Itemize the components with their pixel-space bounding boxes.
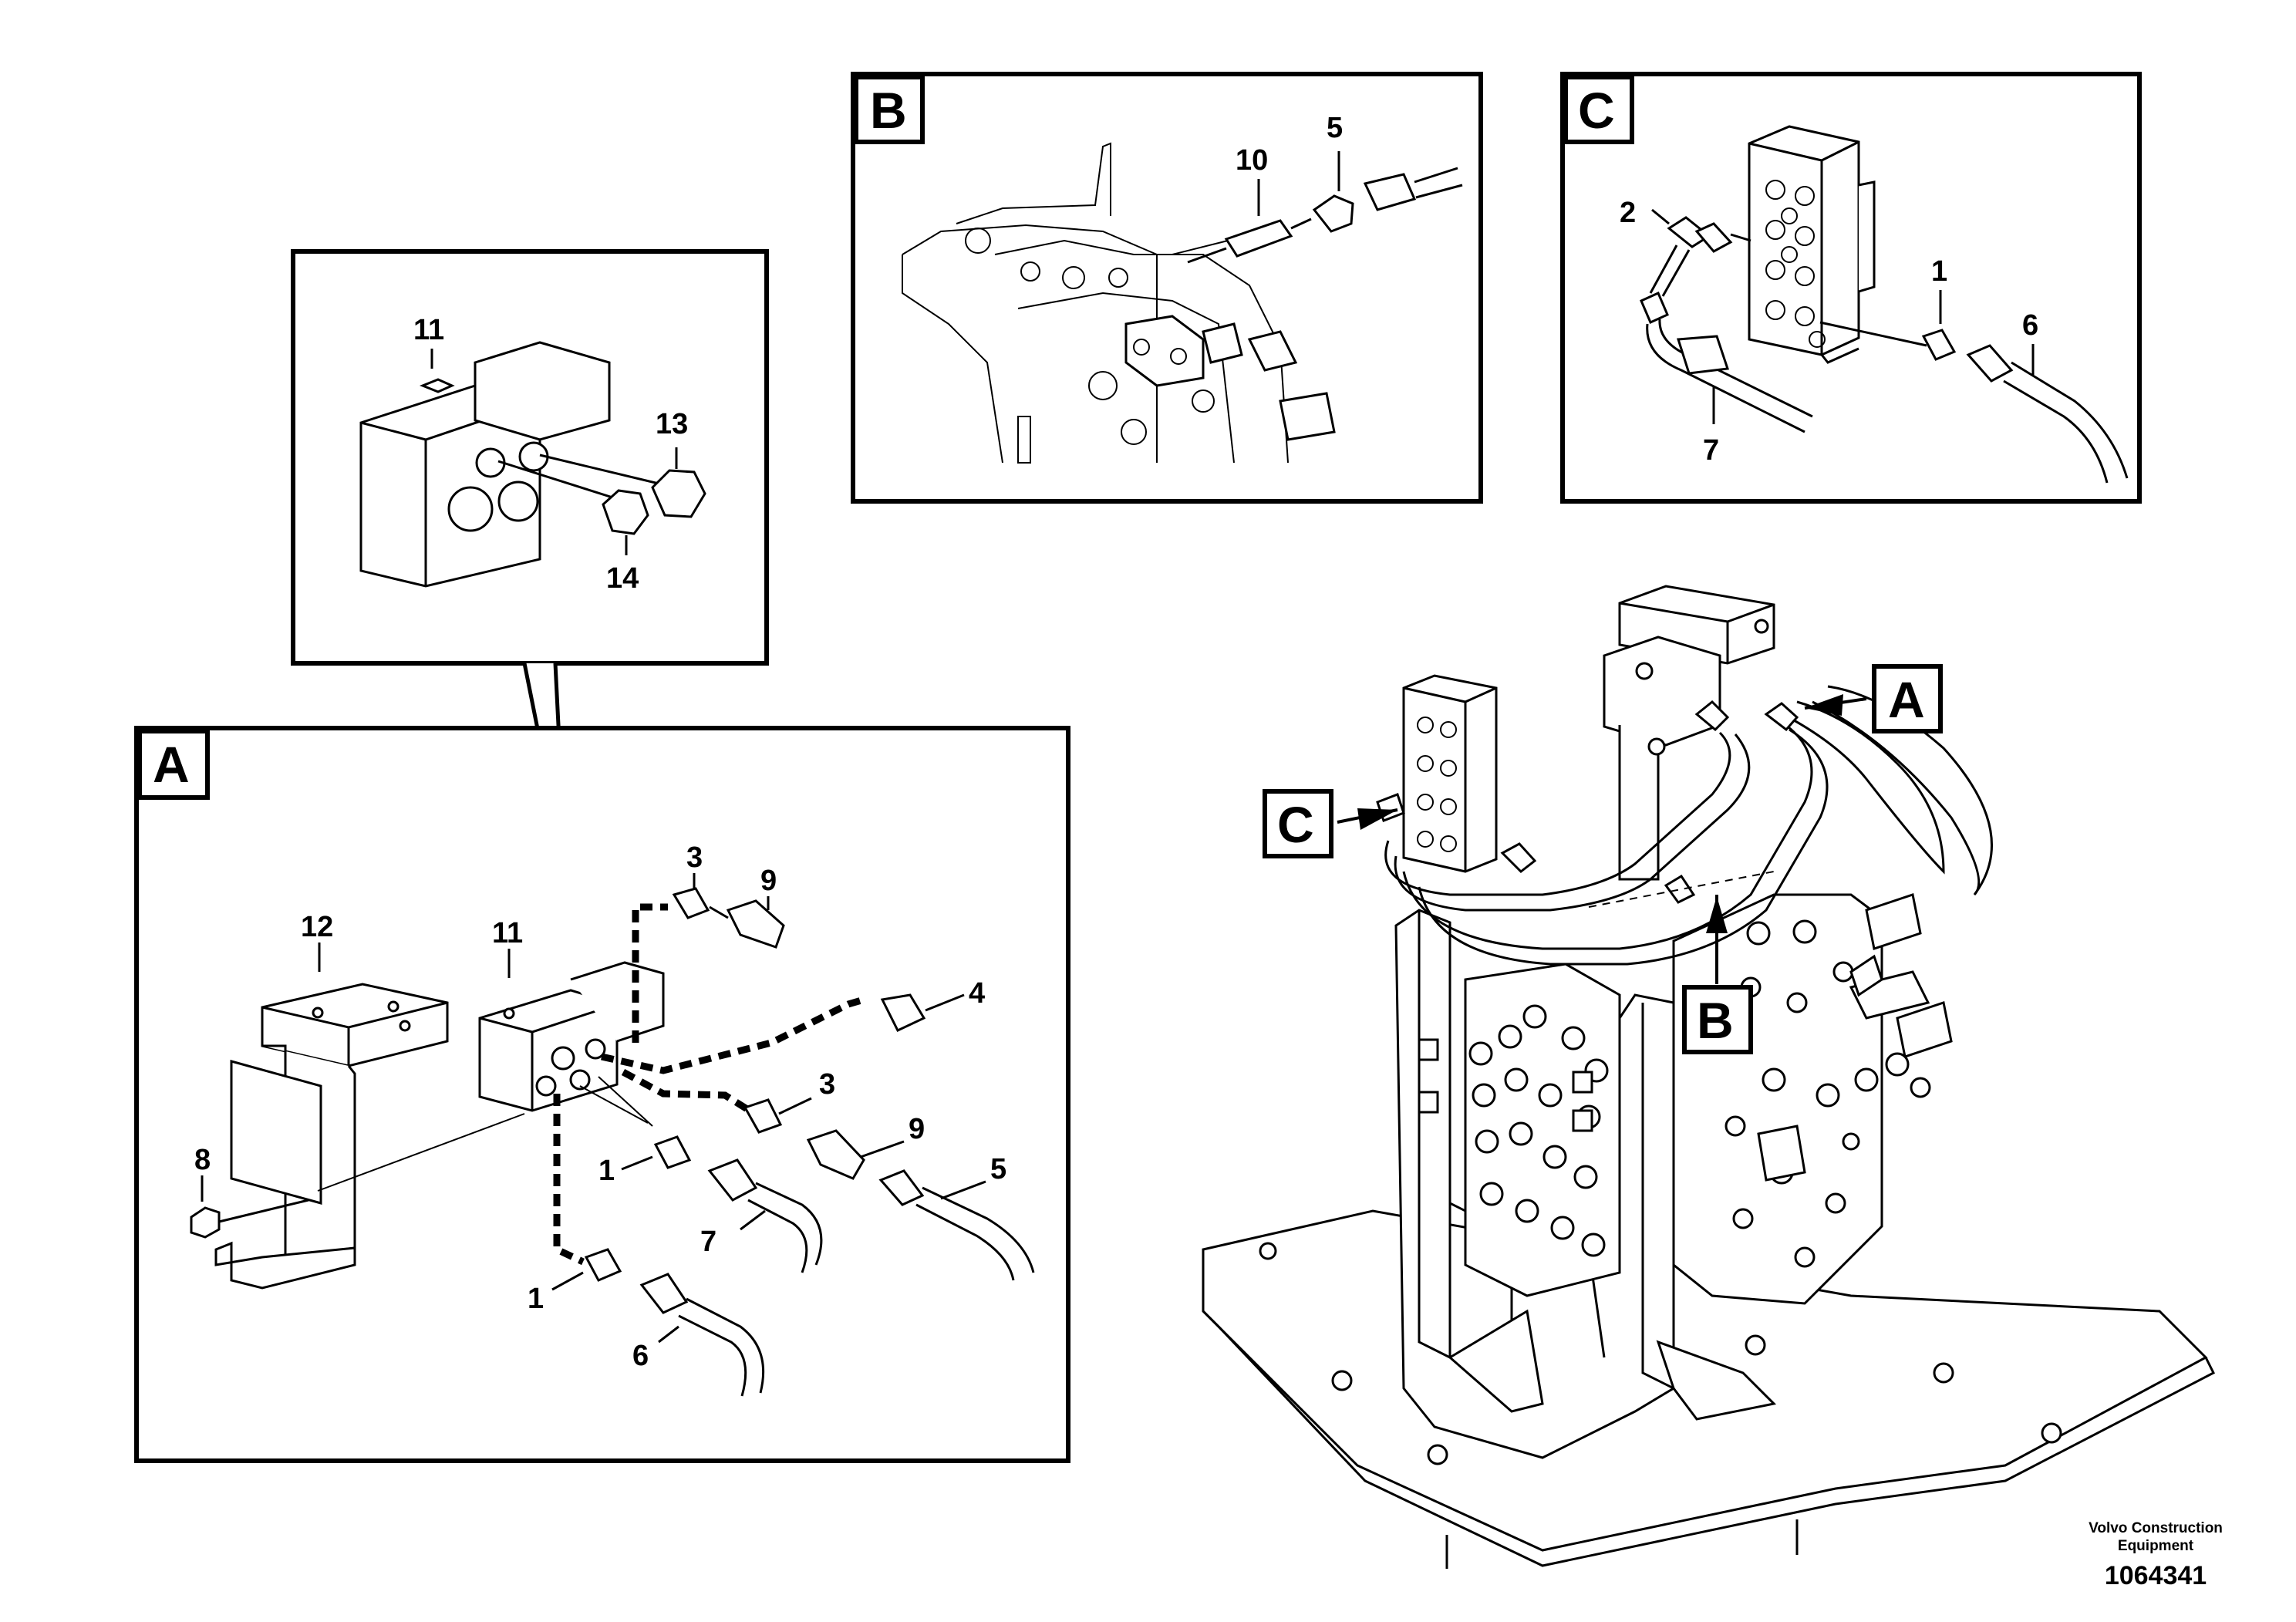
maker-line-1: Volvo Construction [2089, 1520, 2223, 1536]
nut-13-detail [651, 447, 706, 518]
hose-5 [878, 1169, 1035, 1281]
main-manifold-block [1376, 674, 1498, 873]
adapter-3-top [672, 873, 710, 919]
dashed-hose-4 [601, 996, 865, 1074]
view-c-tag: C [1578, 82, 1615, 139]
view-b-frame [851, 72, 1483, 504]
main-tag-b: B [1682, 895, 1753, 1054]
dashed-hose-1-lower [553, 1094, 585, 1266]
hose-6-lower [639, 1273, 765, 1397]
view-c-tag-box [1563, 75, 1634, 144]
callout-10: 10 [1236, 144, 1268, 177]
main-solenoid-bracket [1603, 585, 1775, 881]
view-b-tag-box [854, 75, 925, 144]
drawing-number: 1064341 [2104, 1561, 2207, 1590]
view-b-detail: B [851, 72, 1483, 504]
main-hoses [1384, 685, 1993, 966]
callout-6-view-a: 6 [632, 1340, 649, 1372]
callout-2: 2 [1620, 197, 1636, 229]
adapter-3-mid [743, 1097, 812, 1134]
callout-8: 8 [194, 1144, 211, 1176]
callout-3-top: 3 [686, 841, 703, 874]
callout-9-top: 9 [760, 865, 777, 897]
callout-9-mid: 9 [909, 1113, 925, 1145]
fitting-1-and-hose-6 [1819, 290, 2129, 484]
bracket-to-valve-line [317, 1113, 525, 1192]
bracket-12 [214, 943, 449, 1290]
view-c-detail: C [1560, 72, 2142, 504]
elbow-2-and-hose-7 [1640, 208, 1813, 433]
manifold-block-view-c [1748, 125, 1876, 364]
view-a-tag-box [137, 729, 210, 800]
callout-1-view-c: 1 [1931, 255, 1947, 288]
callout-1-upper: 1 [598, 1155, 615, 1187]
callout-5-view-a: 5 [990, 1153, 1006, 1185]
valve-block-11-detail [359, 341, 676, 588]
main-tag-a-text: A [1888, 671, 1925, 728]
callout-11-view-a: 11 [492, 917, 523, 949]
elbow-9-top [726, 896, 785, 949]
callout-1-lower: 1 [528, 1283, 544, 1315]
view-b-valve-assembly [902, 142, 1336, 464]
main-tag-c: C [1263, 789, 1398, 858]
callout-6-view-c: 6 [2022, 309, 2038, 342]
callout-12: 12 [301, 911, 333, 943]
callout-7-view-a: 7 [700, 1226, 716, 1258]
view-a-tag: A [153, 736, 190, 793]
dashed-hose-3-mid [621, 1069, 752, 1114]
main-valve-assembly: A C B [1202, 585, 2216, 1569]
hose-7 [707, 1158, 823, 1273]
callout-5-view-b: 5 [1327, 112, 1343, 144]
callout-4: 4 [969, 977, 985, 1010]
elbow-9-mid [806, 1129, 905, 1180]
callout-3-mid: 3 [819, 1068, 835, 1101]
main-tag-c-text: C [1277, 796, 1314, 853]
union-10 [1187, 179, 1312, 264]
hose-5-view-b [1312, 151, 1463, 233]
valve-block-11 [478, 949, 665, 1112]
main-tag-b-text: B [1697, 992, 1734, 1049]
callout-7-view-c: 7 [1703, 434, 1719, 467]
view-b-tag: B [870, 82, 907, 139]
fitting-4 [880, 993, 965, 1032]
view-a-exploded: A [134, 726, 1070, 1463]
callout-14-detail: 14 [606, 562, 639, 595]
bolt-8 [190, 1175, 309, 1239]
dashed-hose-3-top [632, 903, 668, 1043]
maker-line-2: Equipment [2117, 1538, 2194, 1554]
adapter-1-upper [621, 1135, 692, 1171]
callout-13-detail: 13 [656, 408, 688, 440]
nut-14-detail [602, 489, 649, 555]
drawing-credit: Volvo Construction Equipment 1064341 [2055, 1519, 2256, 1591]
callout-11-detail: 11 [413, 314, 444, 346]
adapter-1-lower [551, 1248, 622, 1291]
main-tag-a: A [1804, 664, 1943, 733]
